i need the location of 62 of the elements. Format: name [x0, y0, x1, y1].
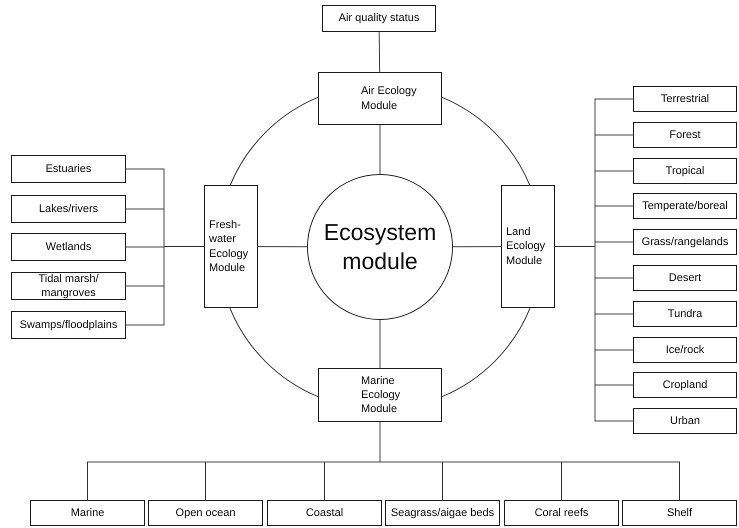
category-box [633, 86, 737, 112]
category-box [11, 233, 126, 261]
connector-line [378, 32, 380, 72]
node-label: Fresh- water Ecology Module [209, 218, 250, 276]
node-label: Land Ecology Module [506, 225, 546, 268]
category-box [11, 272, 126, 300]
node-label: Ice/rock [666, 342, 704, 358]
connector-line [554, 246, 634, 422]
node-label: Marine Ecology Module [361, 374, 402, 416]
category-box [633, 408, 737, 434]
category-box [633, 301, 737, 327]
category-box [633, 265, 737, 291]
node-label: Estuaries [46, 162, 92, 176]
module-box [204, 185, 258, 308]
category-box [633, 337, 737, 363]
category-box [633, 229, 737, 255]
node-label: Air Ecology Module [361, 84, 417, 113]
node-label: Shelf [666, 506, 692, 520]
connector-line [258, 246, 308, 248]
node-label: Swamps/floodplains [20, 318, 118, 332]
category-box [633, 372, 737, 398]
connector-line [452, 246, 502, 248]
node-label: Tundra [668, 306, 702, 322]
node-label: Grass/rangelands [642, 234, 728, 250]
category-box [633, 122, 737, 148]
node-label: Tidal marsh/ mangroves [37, 272, 100, 300]
node-label: Air quality status [338, 11, 420, 26]
node-label: Coastal [306, 506, 344, 520]
connector-line [442, 96, 530, 186]
connector-line [229, 308, 318, 398]
node-label: Lakes/rivers [38, 202, 98, 216]
node-label: Cropland [662, 378, 708, 392]
category-box [633, 193, 737, 219]
node-label: Tropical [666, 164, 704, 178]
node-label: Seagrass/aigae beds [390, 506, 494, 520]
category-box [11, 311, 126, 339]
category-box [385, 500, 500, 526]
category-box [11, 155, 126, 183]
category-box [148, 500, 263, 526]
node-label: Coral reefs [534, 506, 588, 520]
node-label: Ecosystem module [322, 218, 438, 276]
category-box [322, 5, 436, 32]
category-box [30, 500, 145, 526]
category-box [622, 500, 737, 526]
node-label: Temperate/boreal [642, 198, 728, 214]
node-label: Wetlands [46, 240, 92, 254]
node-label: Marine [70, 506, 104, 520]
module-box [501, 185, 555, 308]
node-label: Open ocean [176, 506, 236, 520]
category-box [11, 195, 126, 223]
connector-line [230, 96, 318, 186]
category-box [267, 500, 382, 526]
node-label: Desert [668, 270, 702, 286]
module-box [318, 72, 442, 125]
category-box [504, 500, 619, 526]
node-label: Forest [669, 128, 701, 142]
category-box [633, 158, 737, 184]
node-label: Urban [670, 414, 700, 428]
module-box [318, 368, 442, 422]
node-label: Terrestrial [660, 92, 710, 106]
connector-line [126, 246, 204, 326]
connector-line [442, 308, 531, 398]
